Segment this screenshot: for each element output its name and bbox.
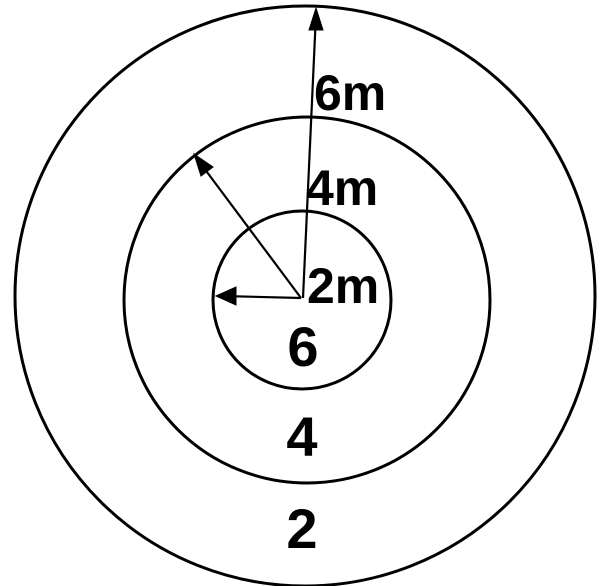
outer-ring [13,4,597,586]
inner-score-label: 6 [287,315,318,378]
inner-ring [211,209,393,391]
middle-radius-arrowhead [193,152,214,177]
inner-radius-arrowhead [214,286,237,306]
outer-radius-arrowhead [308,6,324,31]
middle-radius-arrow [197,159,302,299]
outer-score-label: 2 [286,497,317,560]
inner-radius-label: 2m [307,258,379,314]
outer-radius-label: 6m [314,65,386,121]
middle-score-label: 4 [286,405,317,468]
middle-radius-label: 4m [306,160,378,216]
outer-radius-arrow [301,13,318,299]
middle-ring [122,115,492,485]
